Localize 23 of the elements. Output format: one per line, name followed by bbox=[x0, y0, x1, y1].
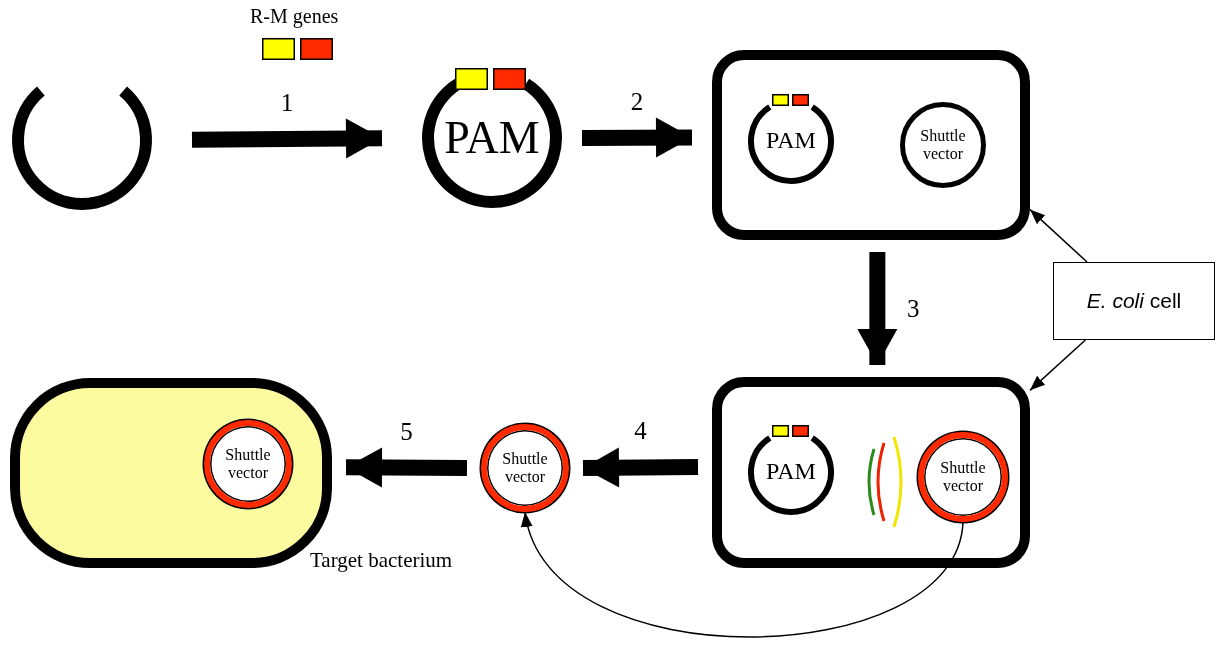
gene-label: R-M genes bbox=[250, 5, 339, 28]
plasmid-ring bbox=[422, 68, 562, 208]
step-arrow bbox=[581, 117, 693, 158]
cell-caption: Target bacterium bbox=[310, 548, 453, 573]
node-label: Shuttle vector bbox=[224, 445, 272, 483]
step-arrow bbox=[857, 252, 898, 365]
callout-box bbox=[1053, 262, 1215, 340]
cell-outline bbox=[712, 50, 1030, 240]
arrow bbox=[1029, 208, 1088, 263]
node-label: Shuttle vector bbox=[501, 449, 549, 487]
node-label: Shuttle vector bbox=[939, 458, 987, 496]
node-label: PAM bbox=[766, 127, 816, 155]
step-arrow bbox=[191, 118, 383, 159]
vector-circle bbox=[481, 424, 569, 512]
step-arrow bbox=[582, 447, 699, 488]
cell-outline bbox=[712, 377, 1030, 568]
arrow bbox=[1029, 339, 1087, 392]
vector-circle bbox=[204, 420, 292, 508]
node-label: PAM bbox=[766, 458, 816, 486]
node-label: PAM bbox=[444, 111, 540, 165]
node-label: Shuttle vector bbox=[919, 126, 967, 164]
node-label: E. coli cell bbox=[1086, 288, 1182, 314]
step-arrow bbox=[345, 447, 468, 488]
